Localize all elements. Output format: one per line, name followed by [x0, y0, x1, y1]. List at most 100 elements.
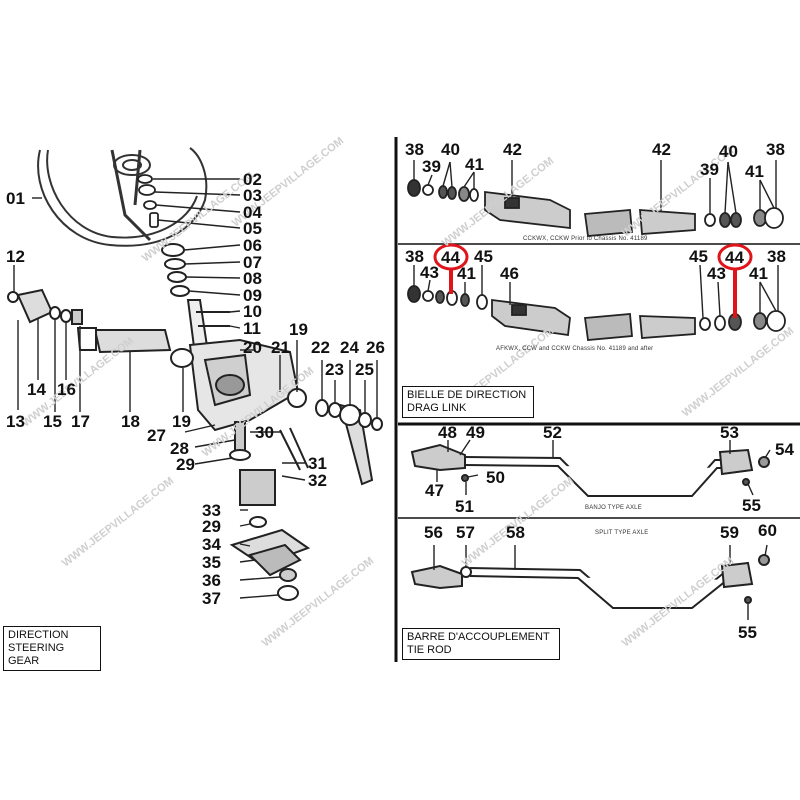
- worm-shaft: [76, 327, 194, 368]
- part-number: 20: [243, 338, 262, 357]
- part-number: 55: [738, 623, 757, 642]
- part-number: 28: [170, 439, 189, 458]
- part-number: 55: [742, 496, 761, 515]
- side-cover-parts: [7, 288, 83, 325]
- part-number: 14: [27, 380, 46, 399]
- part-number: 21: [271, 338, 290, 357]
- part-number: 50: [486, 468, 505, 487]
- part-number: 38: [767, 247, 786, 266]
- part-number: 16: [57, 380, 76, 399]
- part-number: 10: [243, 302, 262, 321]
- part-number: 11: [243, 319, 261, 338]
- part-number: 29: [202, 517, 221, 536]
- steering-gear-title-en: STEERING GEAR: [8, 642, 65, 667]
- highlight-44-right: [717, 243, 753, 318]
- part-number: 05: [243, 219, 262, 238]
- part-number: 33: [202, 501, 221, 520]
- tie-rod-split: [410, 554, 770, 609]
- drag-link-bottom-assembly: [407, 285, 786, 341]
- part-number: 38: [766, 140, 785, 159]
- part-number: 01: [6, 189, 25, 208]
- part-number: 51: [455, 497, 474, 516]
- part-number: 32: [308, 471, 327, 490]
- part-number: 47: [425, 481, 444, 500]
- part-number: 34: [202, 535, 221, 554]
- part-number: 39: [700, 160, 719, 179]
- part-number: 15: [43, 412, 62, 431]
- caption-drag-link-top: CCKWX, CCKW Prior to Chassis No. 41189: [523, 236, 648, 242]
- part-number: 25: [355, 360, 374, 379]
- part-number: 23: [325, 360, 344, 379]
- drag-link-title-en: DRAG LINK: [407, 402, 467, 414]
- part-number: 17: [71, 412, 90, 431]
- caption-drag-link-bottom: AFKWX, CCW and CCKW Chassis No. 41189 an…: [496, 346, 654, 352]
- leader-lines-left: [13, 178, 378, 599]
- part-number: 38: [405, 247, 424, 266]
- part-number: 41: [457, 264, 476, 283]
- part-number: 54: [775, 440, 794, 459]
- part-number: 57: [456, 523, 475, 542]
- part-number: 60: [758, 521, 777, 540]
- horn-parts: [137, 174, 159, 228]
- part-number: 08: [243, 269, 262, 288]
- part-number: 04: [243, 203, 262, 222]
- part-number: 40: [441, 140, 460, 159]
- part-number: 02: [243, 170, 262, 189]
- steering-gear-title-box: DIRECTION STEERING GEAR: [3, 626, 101, 671]
- leader-lines-drag-link: [413, 160, 779, 319]
- part-number: 43: [420, 263, 439, 282]
- highlight-44-left: [433, 243, 469, 294]
- part-number: 03: [243, 186, 262, 205]
- part-number: 43: [707, 264, 726, 283]
- leader-lines-tie-rod: [433, 439, 771, 620]
- part-number: 38: [405, 140, 424, 159]
- gearbox-housing: [188, 338, 307, 432]
- tie-rod-banjo: [410, 443, 770, 497]
- part-number: 13: [6, 412, 25, 431]
- part-number: 31: [308, 454, 327, 473]
- part-number: 56: [424, 523, 443, 542]
- part-number: 22: [311, 338, 330, 357]
- part-number: 44: [441, 248, 460, 267]
- part-number: 41: [465, 155, 484, 174]
- part-number: 09: [243, 286, 262, 305]
- lower-parts: [229, 421, 311, 601]
- tie-rod-title-box: BARRE D'ACCOUPLEMENT TIE ROD: [402, 628, 560, 660]
- drag-link-title-fr: BIELLE DE DIRECTION: [407, 389, 527, 401]
- part-number: 36: [202, 571, 221, 590]
- part-number: 39: [422, 157, 441, 176]
- part-number: 59: [720, 523, 739, 542]
- part-number: 27: [147, 426, 166, 445]
- part-number: 58: [506, 523, 525, 542]
- part-number: 44: [725, 248, 744, 267]
- part-number: 45: [474, 247, 493, 266]
- part-number: 42: [652, 140, 671, 159]
- caption-split: SPLIT TYPE AXLE: [595, 530, 649, 536]
- part-number: 46: [500, 264, 519, 283]
- part-number: 18: [121, 412, 140, 431]
- part-number: 35: [202, 553, 221, 572]
- part-number: 42: [503, 140, 522, 159]
- drag-link-top-assembly: [407, 179, 784, 237]
- caption-banjo: BANJO TYPE AXLE: [585, 505, 642, 511]
- part-number: 19: [289, 320, 308, 339]
- part-number: 37: [202, 589, 221, 608]
- part-number: 07: [243, 253, 262, 272]
- drag-link-title-box: BIELLE DE DIRECTION DRAG LINK: [402, 386, 534, 418]
- column-bearings: [161, 243, 190, 297]
- part-number: 26: [366, 338, 385, 357]
- part-number: 41: [749, 264, 768, 283]
- pitman-arm-parts: [315, 399, 383, 486]
- part-number: 49: [466, 423, 485, 442]
- part-number: 06: [243, 236, 262, 255]
- part-number: 29: [176, 455, 195, 474]
- part-number: 12: [6, 247, 25, 266]
- part-number: 45: [689, 247, 708, 266]
- steering-gear-title-fr: DIRECTION: [8, 629, 69, 641]
- part-number: 24: [340, 338, 359, 357]
- part-number: 53: [720, 423, 739, 442]
- part-number: 30: [255, 423, 274, 442]
- tie-rod-title-en: TIE ROD: [407, 644, 452, 656]
- tie-rod-title-fr: BARRE D'ACCOUPLEMENT: [407, 631, 550, 643]
